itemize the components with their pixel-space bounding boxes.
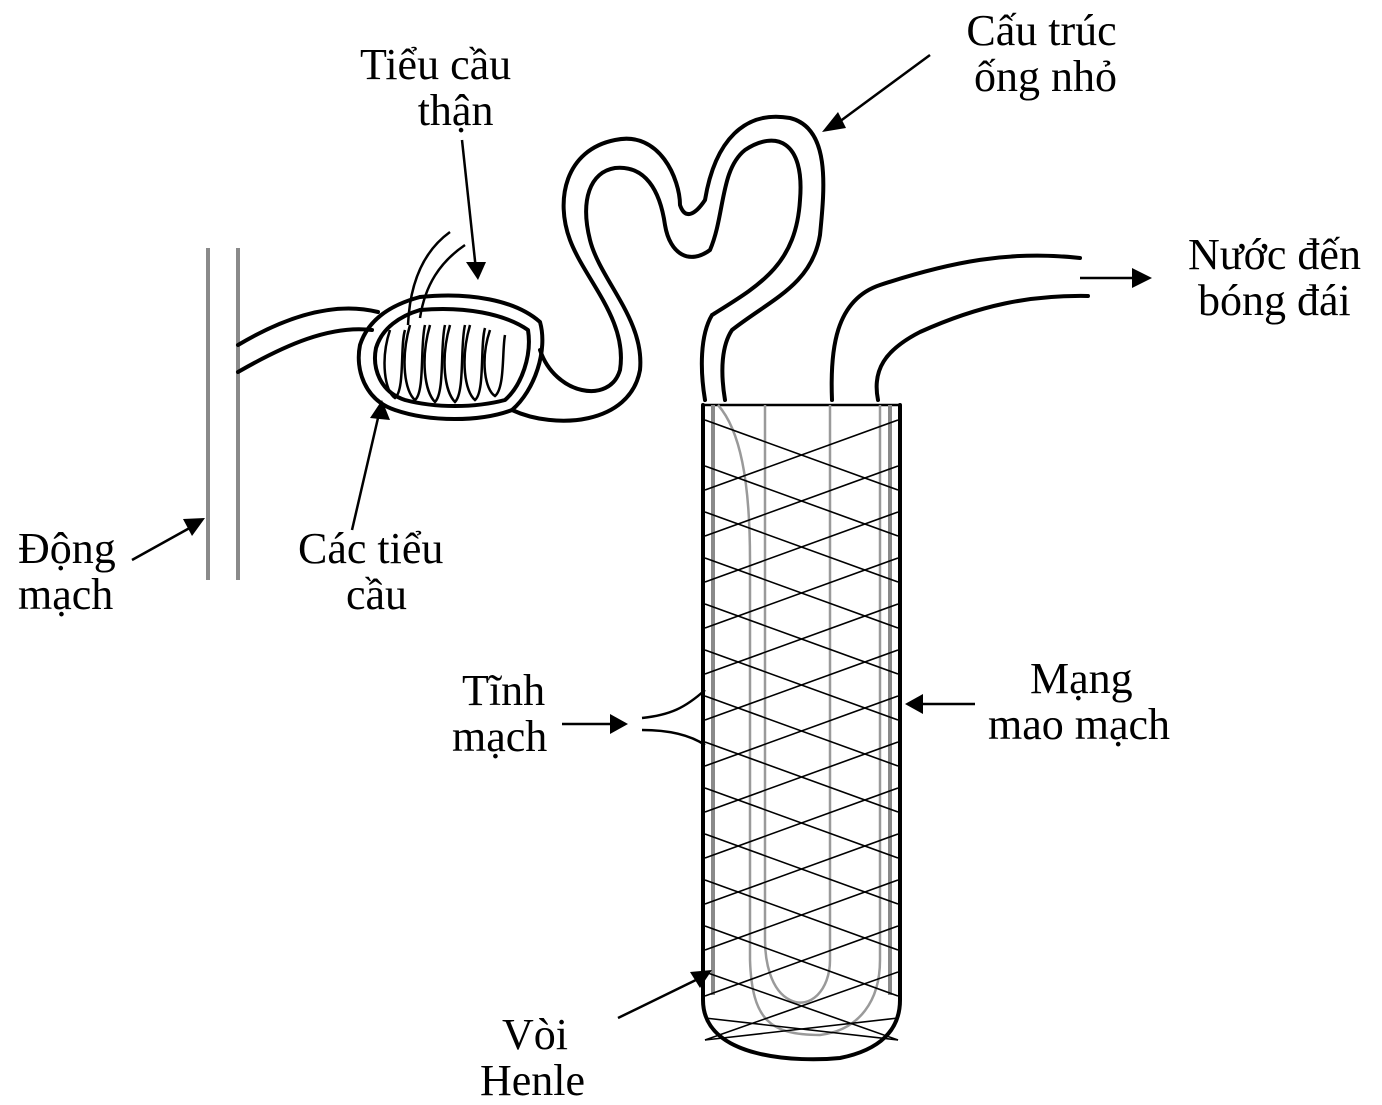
label-glomeruli: Các tiểu cầu (298, 526, 443, 618)
capillary-mesh (705, 420, 898, 1040)
label-line: Cấu trúc (966, 8, 1117, 54)
label-line: Henle (480, 1058, 585, 1104)
vein-branch (642, 690, 705, 745)
artery-vessel (208, 248, 238, 580)
label-vein: Tĩnh mạch (452, 668, 547, 760)
label-line: bóng đái (1188, 278, 1361, 324)
label-line: cầu (298, 572, 443, 618)
label-artery: Động mạch (18, 526, 116, 618)
label-tubule: Cấu trúc ống nhỏ (966, 8, 1117, 100)
label-line: thận (360, 88, 511, 134)
arrows (132, 55, 1152, 1018)
label-to-bladder: Nước đến bóng đái (1188, 232, 1361, 324)
label-capillary-net: Mạng mao mạch (988, 656, 1170, 748)
label-line: ống nhỏ (974, 54, 1117, 100)
collecting-duct (832, 256, 1088, 400)
label-loop-henle: Vòi Henle (480, 1012, 585, 1104)
glomerulus-loops (385, 325, 505, 402)
proximal-tubule (512, 117, 823, 421)
label-line: mạch (452, 714, 547, 760)
label-line: Động (18, 526, 116, 572)
label-line: Tĩnh (452, 668, 547, 714)
bowman-capsule (359, 296, 543, 419)
label-line: Các tiểu (298, 526, 443, 572)
label-line: mạch (18, 572, 116, 618)
label-line: Nước đến (1188, 232, 1361, 278)
label-line: Mạng (988, 656, 1170, 702)
label-line: Tiểu cầu (360, 42, 511, 88)
label-line: Vòi (480, 1012, 585, 1058)
label-glomerulus-capsule: Tiểu cầu thận (360, 42, 511, 134)
label-line: mao mạch (988, 702, 1170, 748)
